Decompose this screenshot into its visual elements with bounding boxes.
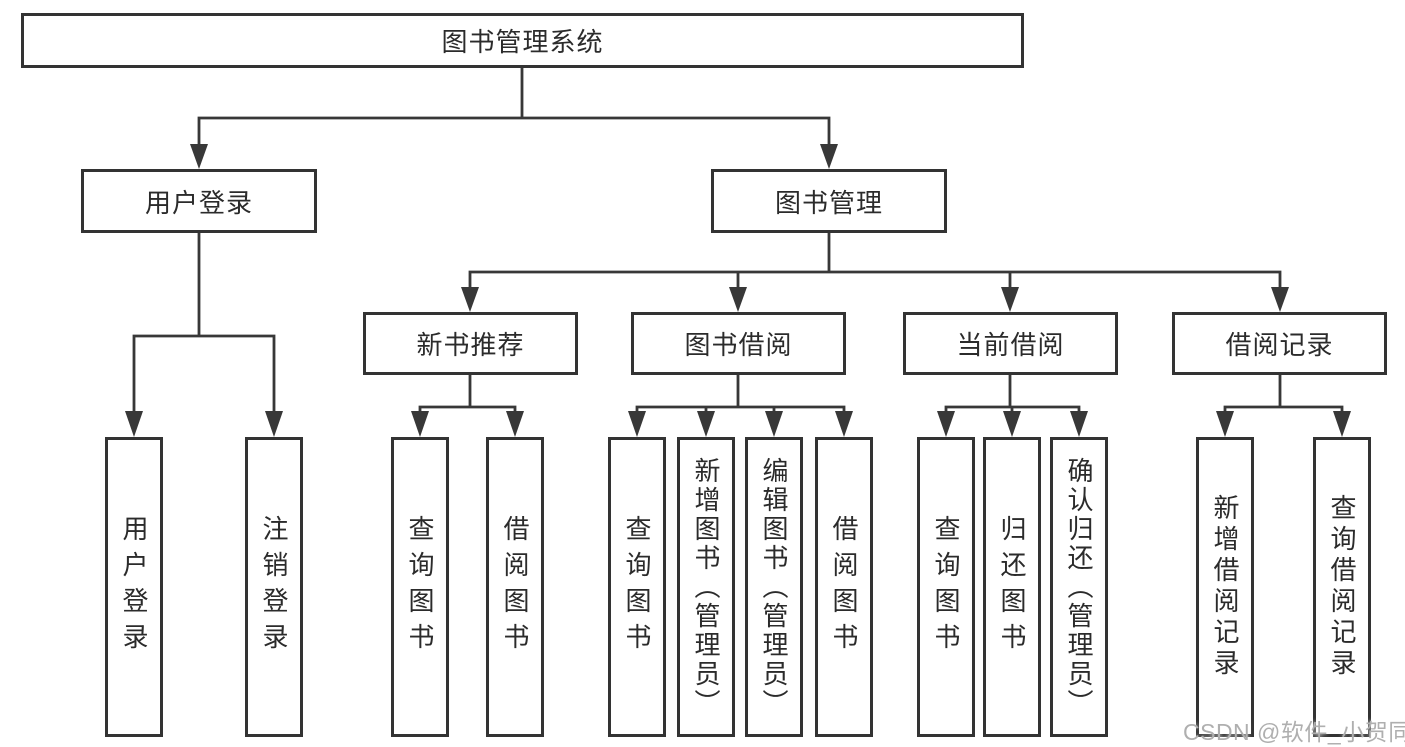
leaf-query-books-current: 查询图书 xyxy=(917,437,975,737)
node-label: 图书借阅 xyxy=(684,330,793,360)
node-label: 编辑图书（管理员） xyxy=(759,456,789,718)
node-borrow-record: 借阅记录 xyxy=(1172,312,1387,375)
edge-group-new-book xyxy=(411,373,524,437)
leaf-query-books-borrow: 查询图书 xyxy=(608,437,666,737)
node-root-system: 图书管理系统 xyxy=(21,13,1024,68)
leaf-borrow-books: 借阅图书 xyxy=(815,437,873,737)
leaf-query-books-recommend: 查询图书 xyxy=(391,437,449,737)
node-label: 查询图书 xyxy=(622,515,652,659)
csdn-watermark: CSDN @软件_小贺同学 xyxy=(1183,719,1405,745)
node-label: 当前借阅 xyxy=(956,330,1065,360)
leaf-confirm-return-admin: 确认归还（管理员） xyxy=(1050,437,1108,737)
node-new-book-recommend: 新书推荐 xyxy=(363,312,578,375)
node-label: 查询图书 xyxy=(931,515,961,659)
node-current-borrow: 当前借阅 xyxy=(903,312,1118,375)
node-label: 借阅图书 xyxy=(500,515,530,659)
leaf-edit-book-admin: 编辑图书（管理员） xyxy=(745,437,803,737)
leaf-logout: 注销登录 xyxy=(245,437,303,737)
node-book-mgmt: 图书管理 xyxy=(711,169,947,233)
leaf-add-borrow-record: 新增借阅记录 xyxy=(1196,437,1254,737)
node-label: 图书管理 xyxy=(774,187,883,218)
node-label: 新增借阅记录 xyxy=(1210,494,1240,680)
node-label: 查询图书 xyxy=(405,515,435,659)
node-label: 图书管理系统 xyxy=(441,27,604,57)
leaf-user-login: 用户登录 xyxy=(105,437,163,737)
node-label: 新增图书（管理员） xyxy=(691,456,721,718)
edge-group-borrow-record xyxy=(1216,373,1351,437)
edge-group-book-borrow xyxy=(628,373,853,437)
leaf-add-book-admin: 新增图书（管理员） xyxy=(677,437,735,737)
node-label: 新书推荐 xyxy=(416,330,525,360)
edge-group-user-login xyxy=(125,231,283,437)
node-book-borrow: 图书借阅 xyxy=(631,312,846,375)
edge-group-root xyxy=(190,66,838,169)
edge-group-current-borrow xyxy=(937,373,1088,437)
node-user-login: 用户登录 xyxy=(81,169,317,233)
node-label: 用户登录 xyxy=(144,187,253,218)
node-label: 借阅记录 xyxy=(1225,330,1334,360)
node-label: 用户登录 xyxy=(119,515,149,659)
edge-group-book-mgmt xyxy=(461,231,1289,312)
node-label: 归还图书 xyxy=(997,515,1027,659)
leaf-query-borrow-record: 查询借阅记录 xyxy=(1313,437,1371,737)
leaf-return-book: 归还图书 xyxy=(983,437,1041,737)
node-label: 确认归还（管理员） xyxy=(1064,456,1094,718)
leaf-borrow-books-recommend: 借阅图书 xyxy=(486,437,544,737)
node-label: 注销登录 xyxy=(259,515,289,659)
node-label: 借阅图书 xyxy=(829,515,859,659)
node-label: 查询借阅记录 xyxy=(1327,494,1357,680)
